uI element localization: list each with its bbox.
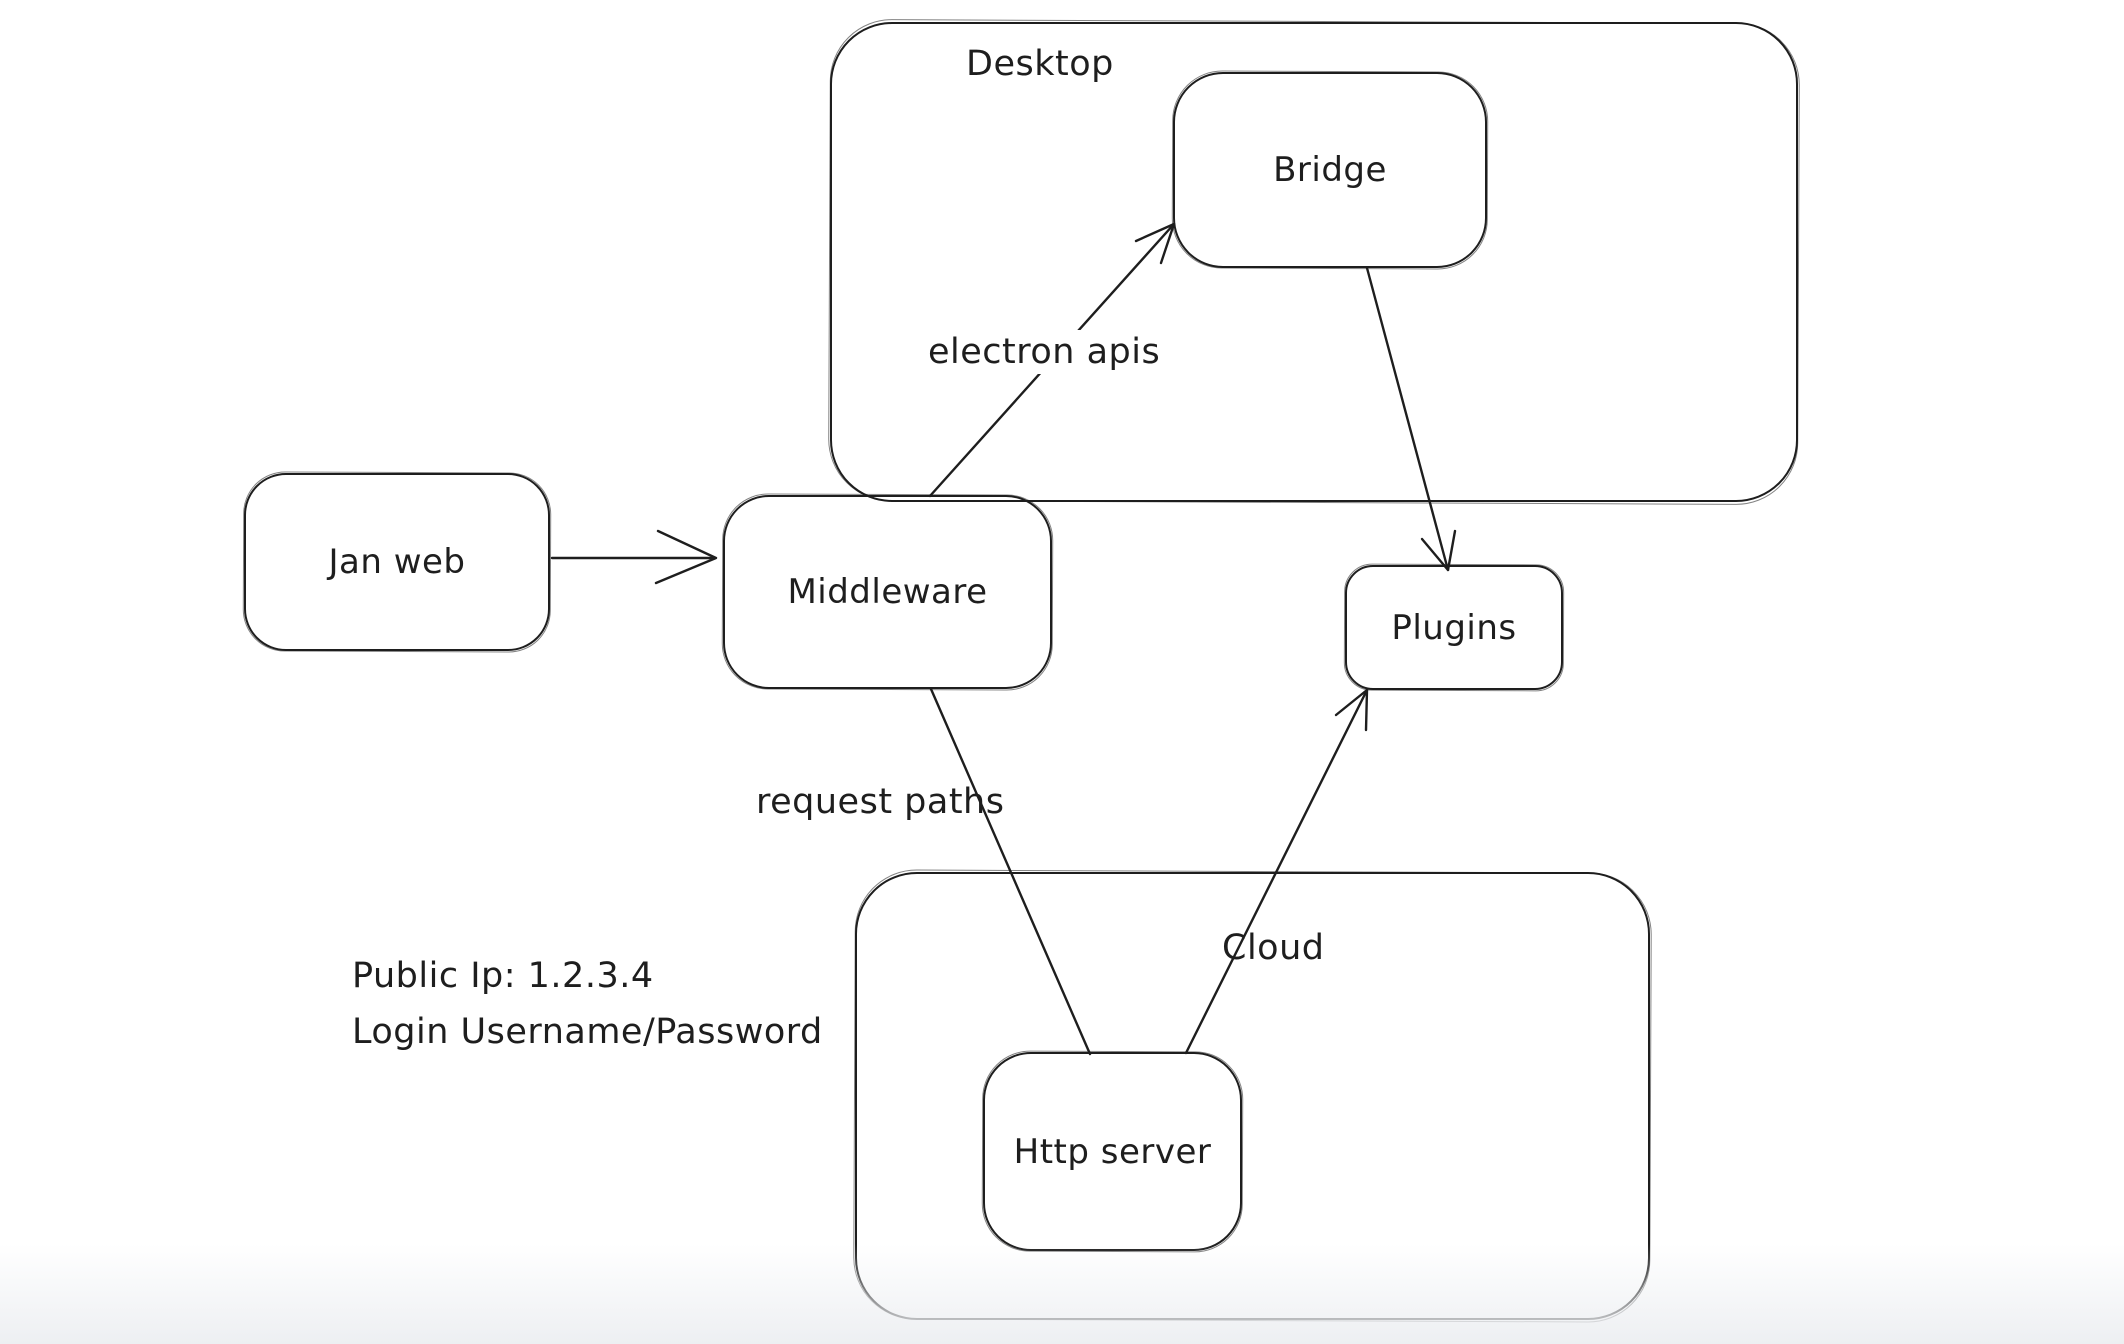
jan-web-node[interactable]: Jan web xyxy=(244,473,550,651)
http-server-label: Http server xyxy=(1013,1131,1212,1172)
bridge-label: Bridge xyxy=(1273,150,1387,190)
public-ip-note[interactable]: Public Ip: 1.2.3.4 Login Username/Passwo… xyxy=(352,948,823,1060)
desktop-container[interactable] xyxy=(830,22,1798,502)
http-server-node[interactable]: Http server xyxy=(983,1052,1242,1251)
public-ip-line: Public Ip: 1.2.3.4 xyxy=(352,956,654,996)
electron-apis-edge-label[interactable]: electron apis xyxy=(922,330,1167,374)
plugins-label: Plugins xyxy=(1391,607,1517,648)
bridge-node[interactable]: Bridge xyxy=(1173,72,1487,268)
request-paths-edge-label[interactable]: request paths xyxy=(756,782,1005,822)
login-credentials-line: Login Username/Password xyxy=(352,1012,823,1052)
desktop-container-label[interactable]: Desktop xyxy=(966,44,1114,84)
plugins-node[interactable]: Plugins xyxy=(1345,565,1563,690)
arrow-janweb-to-middleware[interactable] xyxy=(550,529,718,585)
middleware-node[interactable]: Middleware xyxy=(723,495,1052,689)
jan-web-label: Jan web xyxy=(328,542,466,582)
cloud-container-label[interactable]: Cloud xyxy=(1222,928,1325,968)
middleware-label: Middleware xyxy=(787,572,988,612)
